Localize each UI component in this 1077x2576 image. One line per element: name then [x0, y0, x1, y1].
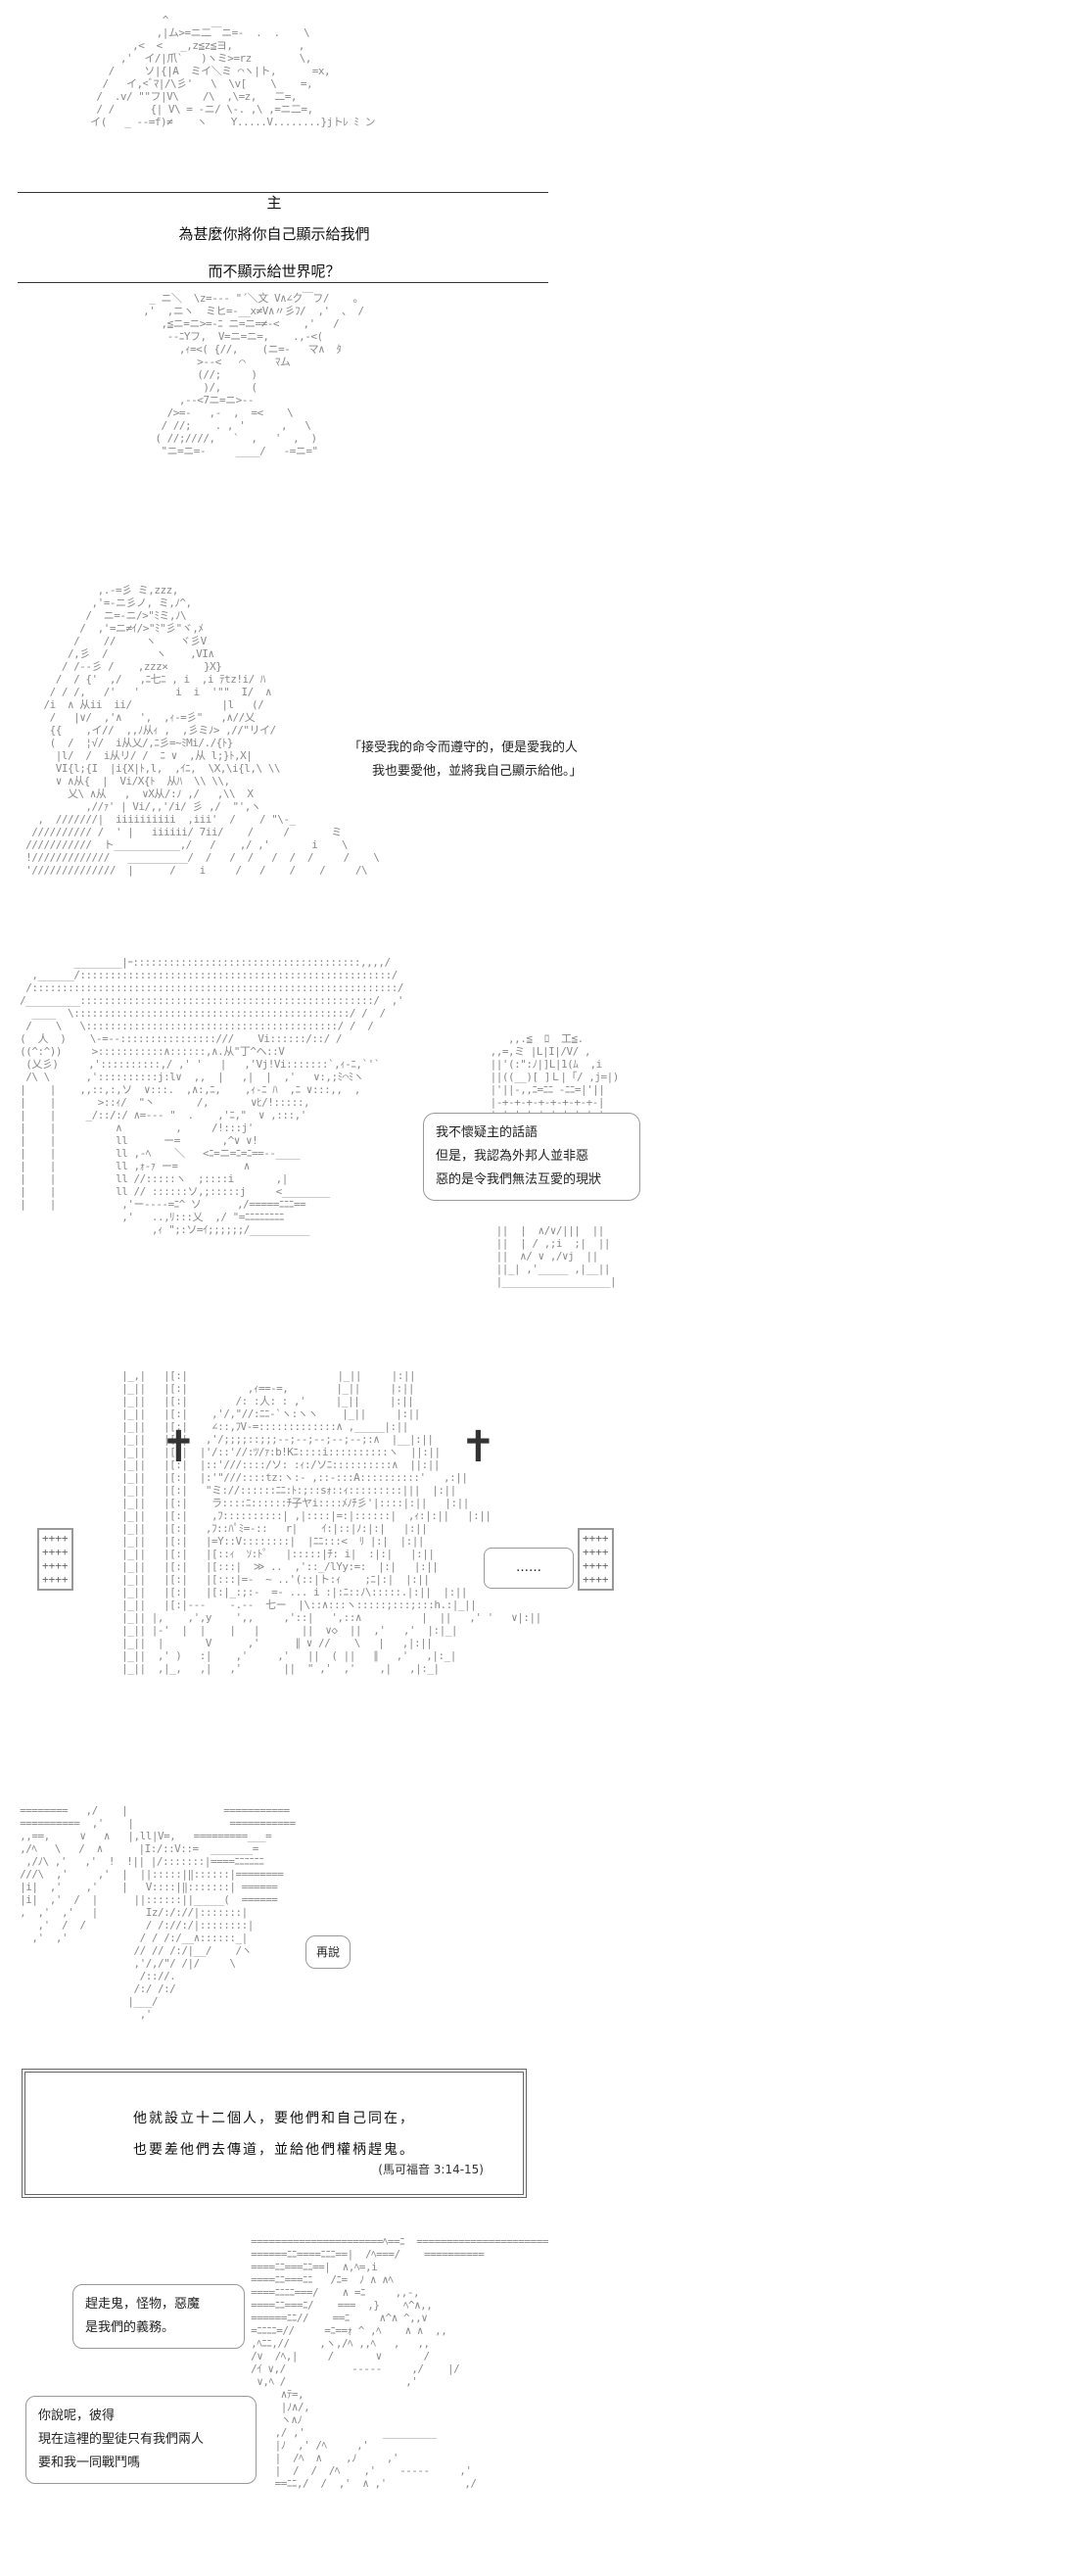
window-grid-icon-right: ++++ ++++ ++++ ++++: [578, 1528, 614, 1591]
cross-icon-left: ✝: [161, 1422, 197, 1472]
quote-line-1: 他就設立十二個人，要他們和自己同在，: [133, 2111, 415, 2126]
bubble-line-2: 我也要愛他，並將我自己顯示給他。」: [372, 764, 583, 779]
ascii-art-peter-body: || | ∧/∨/||| || || | / ,;i ;| || || ∧/ ∨…: [495, 1224, 617, 1288]
quote-citation: (馬可福音 3:14-15): [378, 2163, 484, 2176]
speech-bubble-duty: 趕走鬼，怪物，惡魔 是我們的義務。: [72, 2284, 245, 2349]
scripture-quote-box: 他就設立十二個人，要他們和自己同在， 也要差他們去傳道，並給他們權柄趕鬼。 (馬…: [22, 2069, 527, 2198]
divider-line-top: [18, 192, 548, 193]
ascii-art-dark-figure: ======================ﾍ==ﾆ =============…: [251, 2235, 549, 2490]
ascii-art-figure-kneeling: _ ニ＼ \z=--- "´＼文 V∧∠ク￣フ/ 。 ,' ,ニヽ ミヒ=-__…: [143, 292, 364, 457]
bubble-line-1: 你說呢，彼得: [38, 2409, 116, 2423]
speech-bubble-ellipsis: ……: [484, 1548, 574, 1589]
bubble-line-2: 現在這裡的聖徒只有我們兩人: [38, 2432, 205, 2447]
divider-line-bottom: [18, 282, 548, 283]
ascii-art-walking-figure: ======== ,/ | =========== ========== ,' …: [20, 1804, 296, 2021]
bubble-line-2: 但是，我認為外邦人並非惡: [436, 1149, 589, 1164]
caption-question-1: 為甚麼你將你自己顯示給我們: [178, 225, 370, 243]
ascii-art-church-pillars: |_,| |[:| |_|| |:|| |_|| |[:| ,ｨ==-=, |_…: [116, 1369, 541, 1675]
speech-bubble-again: 再說: [305, 1935, 351, 1969]
ascii-art-peter-window: ,,.≦ ﾛ 工≦. ,,=,ミ |L|I|/V/ , ||'(:":ﾉ|]L|…: [490, 1032, 620, 1121]
bubble-line-1: 「接受我的命令而遵守的，便是愛我的人: [349, 740, 579, 755]
ascii-art-judas-scene: ________|ｰ::::::::::::::::::::::::::::::…: [20, 956, 403, 1236]
bubble-line-1: 我不懷疑主的話語: [436, 1125, 538, 1140]
bubble-line-2: 是我們的義務。: [85, 2320, 175, 2335]
ascii-art-jesus: ,.-=彡 ミ,zzz, ,'=-ニ彡ノ, ミ,ﾉ^, / ニ=-ニ/>"ﾐミ,…: [25, 584, 380, 877]
ascii-art-figure-top: ^ ,|ム>=ニ二￣ニ=- . . \ ,< < _,z≦z≦ヨ, , ,' イ…: [90, 14, 376, 128]
cross-icon-right: ✝: [460, 1422, 496, 1472]
bubble-line-3: 要和我一同戰鬥嗎: [38, 2456, 141, 2470]
caption-question-2: 而不顯示給世界呢？: [208, 262, 341, 280]
quote-line-2: 也要差他們去傳道，並給他們權柄趕鬼。: [133, 2142, 415, 2158]
caption-lord: 主: [266, 194, 282, 212]
window-grid-icon-left: ++++ ++++ ++++ ++++: [37, 1528, 73, 1591]
speech-bubble-judas: 我不懷疑主的話語 但是，我認為外邦人並非惡 惡的是令我們無法互愛的現狀: [423, 1113, 640, 1201]
bubble-line-3: 惡的是令我們無法互愛的現狀: [436, 1172, 602, 1187]
speech-bubble-peter: 你說呢，彼得 現在這裡的聖徒只有我們兩人 要和我一同戰鬥嗎: [25, 2396, 257, 2484]
bubble-line-1: 趕走鬼，怪物，惡魔: [85, 2297, 201, 2312]
speech-bubble-jesus: 「接受我的命令而遵守的，便是愛我的人 我也要愛他，並將我自己顯示給他。」: [343, 733, 588, 787]
